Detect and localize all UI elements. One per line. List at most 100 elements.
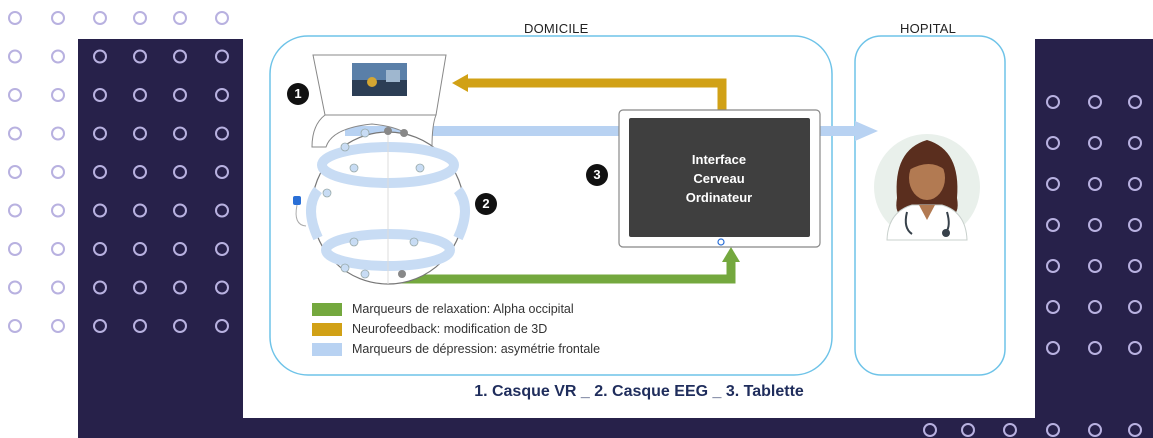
decorative-ring-0 (8, 11, 22, 25)
decorative-ring-80 (1128, 423, 1142, 437)
hopital-label: HOPITAL (900, 21, 957, 36)
decorative-ring-65 (1128, 218, 1142, 232)
number-badge-3: 3 (586, 164, 608, 186)
decorative-ring-10 (173, 49, 187, 64)
decorative-ring-50 (93, 319, 107, 333)
decorative-ring-22 (173, 126, 187, 141)
decorative-ring-54 (1046, 95, 1060, 109)
decorative-ring-6 (8, 49, 22, 64)
decorative-ring-57 (1046, 136, 1060, 150)
decorative-ring-28 (173, 165, 187, 179)
decorative-ring-18 (8, 126, 22, 141)
decorative-ring-33 (133, 203, 147, 218)
navy-background-left (78, 39, 243, 438)
decorative-ring-68 (1128, 259, 1142, 273)
domicile-box (269, 35, 833, 376)
figure-caption: 1. Casque VR _ 2. Casque EEG _ 3. Tablet… (474, 383, 804, 400)
decorative-ring-19 (51, 126, 65, 141)
decorative-ring-39 (133, 242, 147, 256)
legend-label-neurofeedback: Neurofeedback: modification de 3D (352, 322, 548, 336)
decorative-ring-69 (1046, 300, 1060, 314)
tablet-icon (618, 109, 821, 248)
decorative-ring-42 (8, 280, 22, 295)
blue-arrow-head (855, 121, 878, 141)
decorative-ring-67 (1088, 259, 1102, 273)
decorative-ring-62 (1128, 177, 1142, 191)
decorative-ring-49 (51, 319, 65, 333)
decorative-ring-76 (961, 423, 975, 437)
decorative-ring-20 (93, 126, 107, 141)
interface-line-2: Cerveau (693, 171, 745, 186)
decorative-ring-70 (1088, 300, 1102, 314)
decorative-ring-74 (1128, 341, 1142, 355)
decorative-ring-55 (1088, 95, 1102, 109)
interface-line-3: Ordinateur (685, 190, 753, 205)
decorative-ring-2 (93, 11, 107, 25)
doctor-icon (874, 134, 980, 241)
decorative-ring-61 (1088, 177, 1102, 191)
blue-arrow-shaft (345, 126, 855, 136)
decorative-ring-75 (923, 423, 937, 437)
decorative-ring-16 (173, 88, 187, 102)
navy-background-right (1035, 39, 1153, 438)
decorative-ring-77 (1003, 423, 1017, 437)
decorative-ring-64 (1088, 218, 1102, 232)
legend-item-depression: Marqueurs de dépression: asymétrie front… (352, 342, 600, 356)
interface-line-1: Interface (691, 152, 747, 167)
decorative-ring-48 (8, 319, 22, 333)
decorative-ring-7 (51, 49, 65, 64)
decorative-ring-44 (93, 280, 107, 295)
tablet-screen-text: Interface Cerveau Ordinateur (629, 150, 809, 207)
legend-swatch-green (312, 303, 342, 316)
navy-background-bottom (78, 418, 1153, 438)
green-arrow-path (398, 262, 736, 284)
decorative-ring-46 (173, 280, 187, 295)
decorative-ring-14 (93, 88, 107, 102)
decorative-ring-66 (1046, 259, 1060, 273)
decorative-ring-11 (215, 49, 229, 64)
decorative-ring-21 (133, 126, 147, 141)
gold-arrow-head (452, 74, 468, 92)
decorative-ring-34 (173, 203, 187, 218)
domicile-label: DOMICILE (524, 21, 589, 36)
decorative-ring-32 (93, 203, 107, 218)
decorative-ring-45 (133, 280, 147, 295)
decorative-ring-27 (133, 165, 147, 179)
legend-item-relaxation: Marqueurs de relaxation: Alpha occipital (352, 302, 574, 316)
decorative-ring-5 (215, 11, 229, 25)
legend-label-depression: Marqueurs de dépression: asymétrie front… (352, 342, 601, 356)
decorative-ring-78 (1046, 423, 1060, 437)
legend-item-neurofeedback: Neurofeedback: modification de 3D (352, 322, 547, 336)
decorative-ring-53 (215, 319, 229, 333)
decorative-ring-63 (1046, 218, 1060, 232)
decorative-ring-31 (51, 203, 65, 218)
decorative-ring-52 (173, 319, 187, 333)
decorative-ring-56 (1128, 95, 1142, 109)
decorative-ring-37 (51, 242, 65, 256)
decorative-ring-71 (1128, 300, 1142, 314)
decorative-ring-60 (1046, 177, 1060, 191)
eeg-cap-icon (293, 127, 470, 285)
legend-swatch-gold (312, 323, 342, 336)
decorative-ring-47 (215, 280, 229, 295)
decorative-ring-59 (1128, 136, 1142, 150)
green-arrow-head (722, 247, 740, 262)
decorative-ring-29 (215, 165, 229, 179)
decorative-ring-24 (8, 165, 22, 179)
decorative-ring-35 (215, 203, 229, 218)
decorative-ring-36 (8, 242, 22, 256)
number-badge-1: 1 (287, 83, 309, 105)
decorative-ring-72 (1046, 341, 1060, 355)
decorative-ring-40 (173, 242, 187, 256)
legend-label-relaxation: Marqueurs de relaxation: Alpha occipital (352, 302, 574, 316)
decorative-ring-9 (133, 49, 147, 64)
decorative-ring-30 (8, 203, 22, 218)
decorative-ring-15 (133, 88, 147, 102)
decorative-ring-26 (93, 165, 107, 179)
decorative-ring-13 (51, 88, 65, 102)
decorative-ring-51 (133, 319, 147, 333)
decorative-ring-58 (1088, 136, 1102, 150)
decorative-ring-73 (1088, 341, 1102, 355)
